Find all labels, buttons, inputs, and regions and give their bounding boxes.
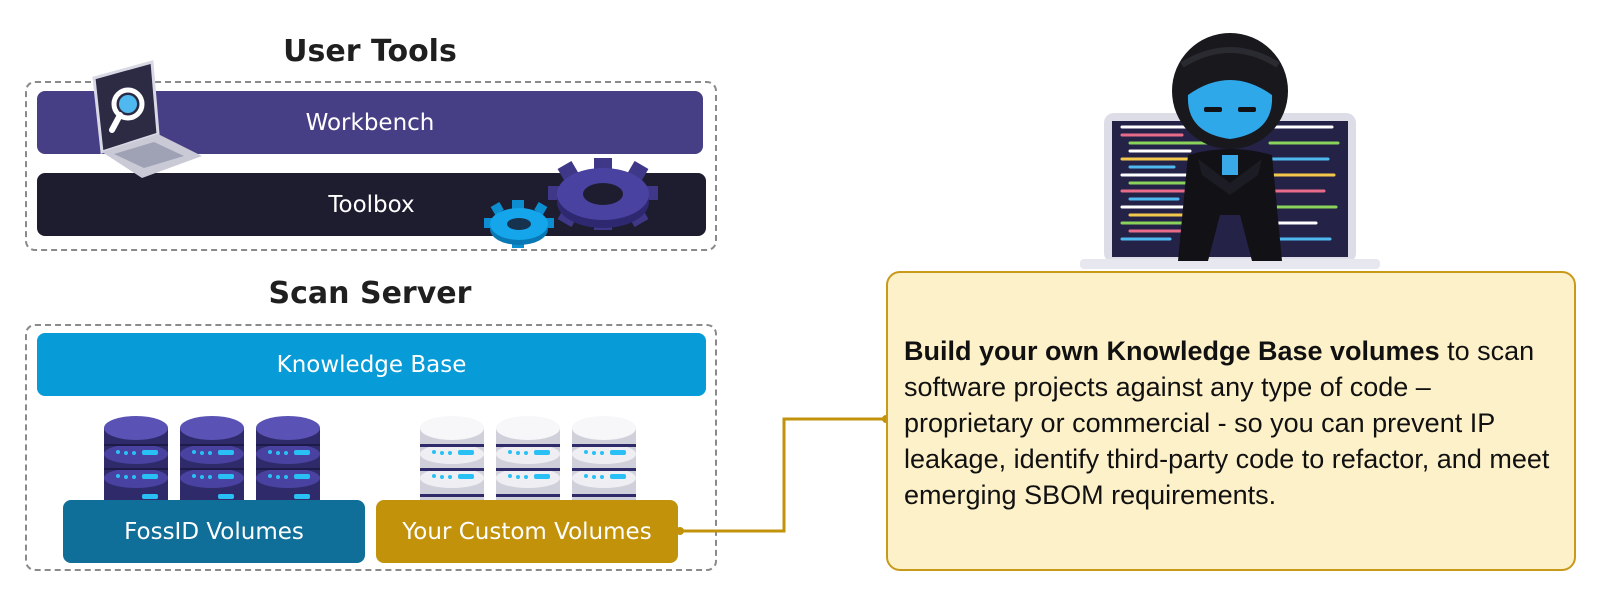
connector-line (676, 415, 890, 535)
toolbox-label: Toolbox (328, 191, 415, 218)
database-icon (420, 416, 484, 510)
gear-icon (548, 158, 658, 230)
callout-body-text: to scan software projects against any ty… (904, 336, 1550, 510)
user-tools-box (25, 81, 717, 251)
knowledge-base-bar[interactable]: Knowledge Base (37, 333, 706, 396)
database-icon (572, 416, 636, 510)
fossid-volumes-label: FossID Volumes (124, 518, 304, 545)
callout-box: Build your own Knowledge Base volumes to… (886, 271, 1576, 571)
scan-server-title: Scan Server (268, 276, 472, 311)
custom-volumes-bar[interactable]: Your Custom Volumes (376, 500, 678, 563)
callout-bold-text: Build your own Knowledge Base volumes (904, 336, 1440, 366)
laptop-search-icon (92, 60, 202, 178)
fossid-volumes-bar[interactable]: FossID Volumes (63, 500, 365, 563)
callout-text: Build your own Knowledge Base volumes to… (904, 333, 1564, 513)
ninja-laptop-illustration (1080, 33, 1380, 269)
gear-icon (484, 200, 554, 248)
workbench-label: Workbench (305, 109, 435, 136)
custom-volumes-label: Your Custom Volumes (402, 518, 652, 545)
user-tools-title: User Tools (283, 34, 457, 69)
database-icon (180, 416, 244, 510)
scan-server-box (25, 324, 717, 571)
knowledge-base-label: Knowledge Base (276, 351, 467, 378)
database-icon (256, 416, 320, 510)
database-icon (496, 416, 560, 510)
database-icon (104, 416, 168, 510)
